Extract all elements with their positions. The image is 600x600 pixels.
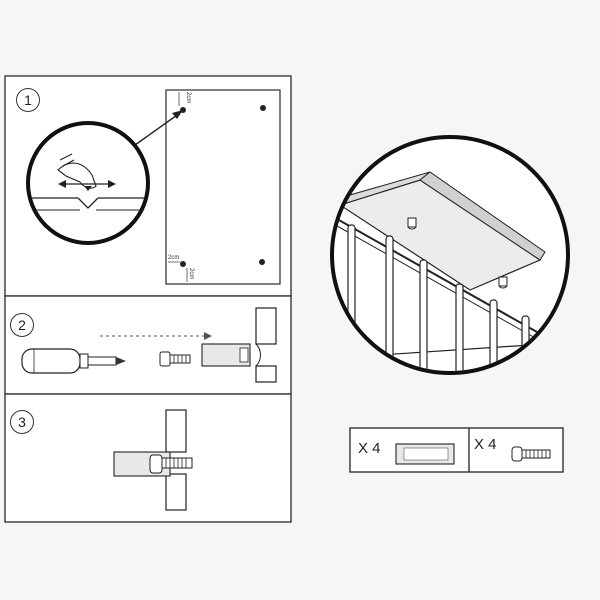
screw-quantity-label: X 4 — [474, 436, 497, 453]
anchor-quantity-label: X 4 — [358, 440, 381, 457]
screw-part-icon — [511, 446, 551, 462]
wall-section-upper — [165, 409, 187, 453]
step-1-number: 1 — [16, 88, 40, 112]
wall-panel-outline — [165, 89, 281, 285]
drill-hole-top-right — [260, 105, 266, 111]
wall-section — [255, 307, 277, 383]
step-3-number: 3 — [10, 410, 34, 434]
screw-icon — [159, 351, 191, 367]
step-3-panel — [4, 393, 292, 523]
offset-top-label: 2cm — [185, 92, 191, 103]
magnified-bracket-view — [330, 135, 570, 375]
magnified-detail — [26, 121, 150, 245]
wall-section-lower — [165, 473, 187, 511]
step-2-panel — [4, 295, 292, 395]
screwdriver-icon — [21, 348, 126, 374]
drill-hole-bottom-right — [259, 259, 265, 265]
installed-screw — [149, 454, 193, 474]
wall-anchor-icon — [201, 343, 251, 367]
step-2-number: 2 — [10, 313, 34, 337]
step-1-panel: 2cm 2cm 2cm — [4, 75, 292, 297]
offset-bottom-v-label: 2cm — [188, 268, 194, 279]
drill-hole-bottom-left — [180, 261, 186, 267]
pointer-arrow — [134, 112, 181, 146]
parts-box — [349, 427, 564, 473]
offset-bottom-h-label: 2cm — [168, 255, 179, 261]
